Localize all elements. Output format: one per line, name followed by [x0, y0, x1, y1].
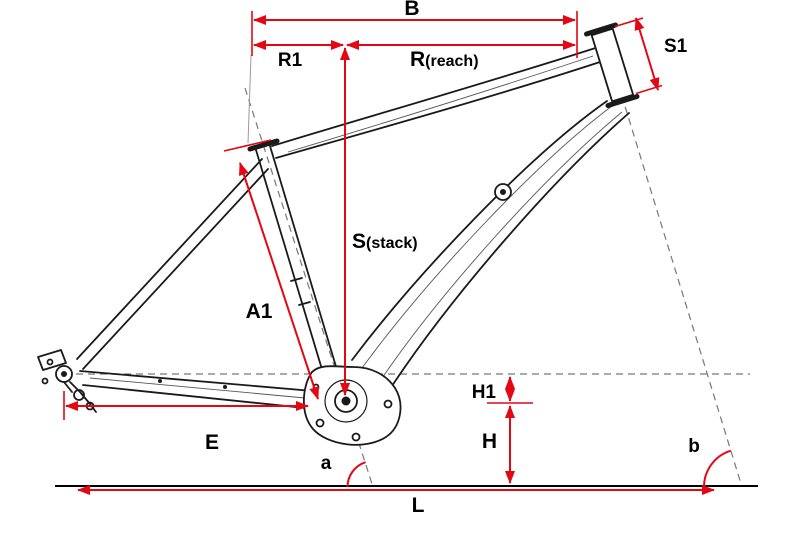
head-tube-body [590, 27, 634, 103]
top-tube [271, 47, 601, 159]
dimension-labels: B R1 R(reach) S1 S(stack) A1 H1 H E a b … [205, 0, 700, 517]
motor-bolt [315, 418, 325, 428]
label-S1: S1 [664, 36, 688, 57]
bottle-boss [290, 277, 303, 282]
headset-top-cap [584, 22, 618, 37]
down-tube-lower-edge [387, 112, 630, 393]
battery-seam-line [361, 105, 613, 369]
motor-unit [303, 365, 402, 446]
bottom-bracket-axle [341, 396, 351, 406]
label-R-main: R [410, 48, 425, 71]
label-B: B [404, 0, 419, 20]
motor-bolt [383, 399, 393, 409]
head-tube [584, 22, 640, 108]
label-S-sub: (stack) [366, 235, 418, 252]
seat-top-extension-line [247, 54, 252, 144]
top-tube-lower-edge [275, 61, 601, 159]
label-R-sub: (reach) [425, 53, 478, 70]
dim-line-A1 [239, 162, 319, 400]
dropout-bolt [46, 358, 54, 366]
angle-a-arc [346, 461, 366, 488]
label-H1: H1 [472, 382, 497, 403]
dim-ext-S1-top [614, 17, 644, 28]
label-L: L [412, 494, 425, 517]
top-tube-upper-edge [271, 47, 597, 147]
dropout-bolt [41, 377, 49, 385]
seat-stays [76, 158, 269, 370]
head-tube-axis-dashed [603, 37, 743, 488]
seat-tube [247, 138, 344, 397]
chain-stay-detail [158, 379, 162, 383]
derailleur-hanger [63, 381, 73, 393]
label-R-reach: R(reach) [410, 48, 479, 71]
bike-frame [37, 22, 640, 446]
seat-stay-lower-edge [82, 168, 269, 370]
bottle-boss [298, 301, 311, 306]
frame-emblem-center [500, 189, 506, 195]
chain-stays [79, 370, 316, 410]
seat-tube-left-edge [255, 149, 331, 397]
rear-axle-center [61, 371, 67, 377]
top-tube-cable [287, 55, 594, 153]
derailleur-pulley [73, 389, 85, 401]
seat-tube-right-edge [269, 145, 344, 391]
down-tube [351, 100, 630, 393]
seat-clamp [247, 138, 280, 152]
label-S-stack: S(stack) [352, 230, 418, 253]
dim-line-S1 [634, 17, 660, 91]
label-E: E [205, 431, 219, 454]
rear-dropout-cluster [37, 349, 97, 413]
chain-stay-detail [223, 385, 227, 389]
label-angle-b: b [688, 436, 700, 457]
battery-seam-line [377, 111, 623, 385]
dim-ext-S1-bottom [635, 84, 663, 95]
dim-ext-A1-top [223, 139, 272, 152]
angle-b-arc [703, 449, 732, 488]
label-S-main: S [352, 230, 366, 253]
dimension-lines [63, 11, 732, 495]
motor-bolt [351, 432, 361, 442]
label-H: H [482, 430, 497, 453]
label-angle-a: a [321, 453, 332, 474]
label-A1: A1 [246, 300, 273, 323]
down-tube-upper-edge [351, 100, 608, 361]
headset-bottom-cap [605, 94, 640, 108]
seat-stay-upper-edge [76, 158, 263, 360]
label-R1: R1 [278, 50, 303, 71]
